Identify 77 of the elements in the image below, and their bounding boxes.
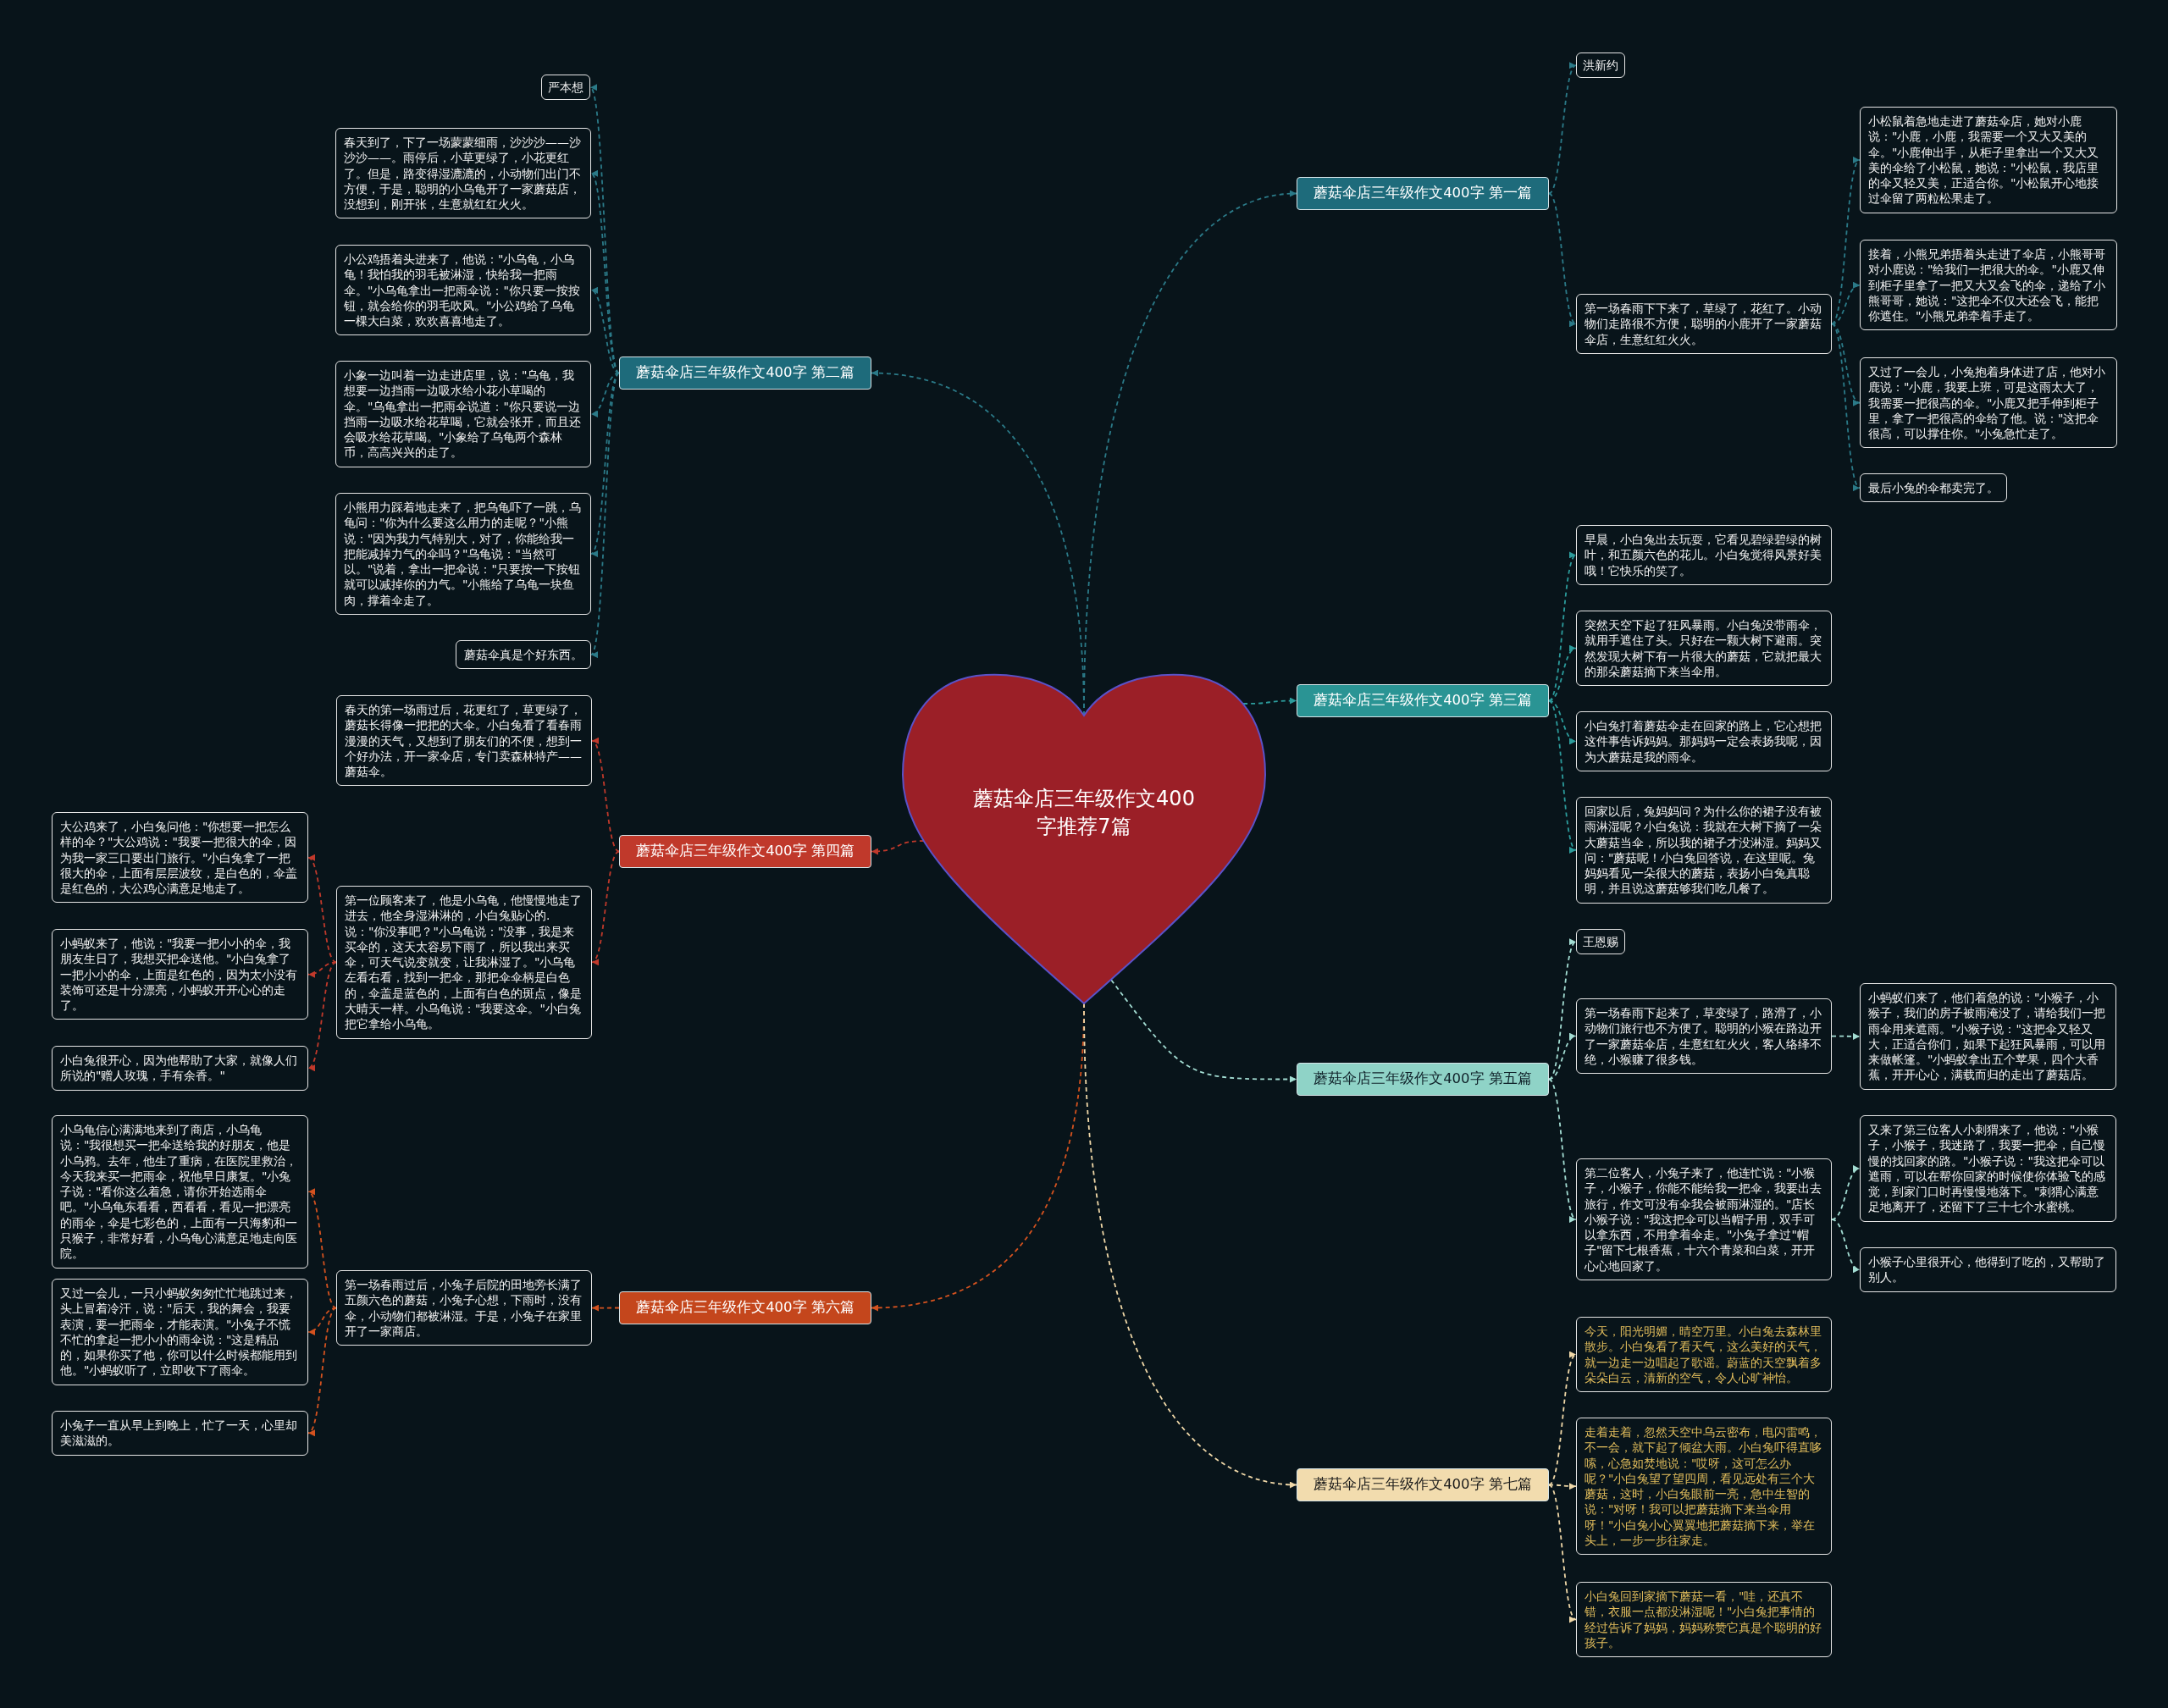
connector-arrow <box>307 961 337 978</box>
connector-arrow <box>590 289 620 374</box>
connector-arrow <box>1831 323 1861 489</box>
text-box: 今天，阳光明媚，晴空万里。小白兔去森林里散步。小白兔看了看天气，这么美好的天气，就一边走一边唱起了歌谣。蔚蓝的天空飘着多朵朵白云，清新的空气，令人心旷神怡。 <box>1576 1317 1832 1393</box>
text-box: 小蚂蚁来了，他说："我要一把小小的伞，我朋友生日了，我想买把伞送他。"小白兔拿了一把小小的伞，上面是红色的，因为太小没有装饰可还是十分漂亮，小蚂蚁开开心心的走了。 <box>52 929 308 1020</box>
topic-box: 蘑菇伞店三年级作文400字 第七篇 <box>1297 1468 1549 1501</box>
heart-shape: 蘑菇伞店三年级作文400字推荐7篇 <box>901 673 1267 1005</box>
connector-arrow <box>1548 647 1577 702</box>
text-box: 又过了一会儿，小兔抱着身体进了店，他对小鹿说："小鹿，我要上班，可是这雨太大了，我需要一把很高的伞。"小鹿又把手伸到柜子里，拿了一把很高的伞给了他。说："这把伞很高，可以撑住你。"小兔急忙走了。 <box>1860 357 2117 449</box>
connector-arrow <box>591 850 620 964</box>
text-box: 小象一边叫着一边走进店里，说："乌龟，我想要一边挡雨一边吸水给小花小草喝的伞。"乌龟拿出一把雨伞说道："你只要说一边挡雨一边吸水给花草喝，它就会张开，而且还会吸水给花草喝。"小象给了乌龟两个森林币，高高兴兴的走了。 <box>335 361 591 467</box>
author-box: 洪新约 <box>1576 53 1625 79</box>
text-box: 最后小兔的伞都卖完了。 <box>1860 473 2007 503</box>
text-box: 第一场春雨下起来了，草变绿了，路滑了，小动物们旅行也不方便了。聪明的小猴在路边开了一家蘑菇伞店，生意红红火火，客人络绎不绝，小猴赚了很多钱。 <box>1576 998 1832 1075</box>
connector-arrow <box>1083 1003 1297 1488</box>
connector-arrow <box>1831 159 1861 325</box>
text-box: 接着，小熊兄弟捂着头走进了伞店，小熊哥哥对小鹿说："给我们一把很大的伞。"小鹿又伸到柜子里拿了一把又大又会飞的伞，递给了小熊哥哥，她说："这把伞不仅大还会飞，能把你遮住。"小熊兄弟牵着手走了。 <box>1860 240 2117 331</box>
connector-arrow <box>1548 699 1577 743</box>
connector-arrow <box>307 1307 337 1434</box>
topic-box: 蘑菇伞店三年级作文400字 第五篇 <box>1297 1063 1549 1096</box>
connector-arrow <box>1110 979 1297 1083</box>
text-box: 突然天空下起了狂风暴雨。小白兔没带雨伞，就用手遮住了头。只好在一颗大树下避雨。突然发现大树下有一片很大的蘑菇，它就把最大的那朵蘑菇摘下来当伞用。 <box>1576 611 1832 687</box>
text-box: 第二位客人，小兔子来了，他连忙说："小猴子，小猴子，你能不能给我一把伞，我要出去旅行，作文可没有伞我会被雨淋湿的。"店长小猴子说："我这把伞可以当帽子用，双手可以拿东西，不用拿着伞走。"小兔子拿过"帽子"留下七根香蕉，十六个青菜和白菜，开开心心地回家了。 <box>1576 1158 1832 1281</box>
connector-arrow <box>1548 1078 1577 1220</box>
topic-box: 蘑菇伞店三年级作文400字 第三篇 <box>1297 684 1549 717</box>
text-box: 回家以后，兔妈妈问？为什么你的裙子没有被雨淋湿呢？小白兔说：我就在大树下摘了一朵大蘑菇当伞，所以我的裙子才没淋湿。妈妈又问："蘑菇呢！小白兔回答说，在这里呢。兔妈妈看见一朵很大的蘑菇，表扬小白兔真聪明，并且说这蘑菇够我们吃几餐了。 <box>1576 797 1832 904</box>
text-box: 小白兔很开心，因为他帮助了大家，就像人们所说的"赠人玫瑰，手有余香。" <box>52 1046 308 1091</box>
connector-arrow <box>1831 1167 1861 1220</box>
text-box: 小松鼠着急地走进了蘑菇伞店，她对小鹿说："小鹿，小鹿，我需要一个又大又美的伞。"小鹿伸出手，从柜子里拿出一个又大又美的伞给了小松鼠，她说："小松鼠，我店里的伞又轻又美，正适合你。"小松鼠开心地接过伞留了两粒松果走了。 <box>1860 107 2117 213</box>
connector-arrow <box>590 172 620 374</box>
text-box: 小兔子一直从早上到晚上，忙了一天，心里却美滋滋的。 <box>52 1411 308 1456</box>
topic-box: 蘑菇伞店三年级作文400字 第二篇 <box>619 357 871 390</box>
text-box: 小公鸡捂着头进来了，他说："小乌龟，小乌龟！我怕我的羽毛被淋湿，快给我一把雨伞。"小乌龟拿出一把雨伞说："你只要一按按钮，就会给你的羽毛吹风。"小公鸡给了乌龟一棵大白菜，欢欢喜喜地走了。 <box>335 245 591 336</box>
connector-arrow <box>1548 64 1577 195</box>
connector-arrow <box>871 840 925 855</box>
connector-arrow <box>307 1307 337 1335</box>
connector-arrow <box>1548 1034 1577 1081</box>
connector-arrow <box>1831 1032 1861 1040</box>
connector-arrow <box>307 1191 337 1309</box>
text-box: 小乌龟信心满满地来到了商店，小乌龟说："我很想买一把伞送给我的好朋友，他是小乌鸦。去年，他生了重病，在医院里救治，今天我来买一把雨伞，祝他早日康复。"小兔子说："看你这么着急，请你开始选雨伞吧。"小乌龟东看看，西看看，看见一把漂亮的雨伞，伞是七彩色的，上面有一只海豹和一只猴子，非常好看，小乌龟心满意足地走向医院。 <box>52 1115 308 1269</box>
connector-arrow <box>1548 1483 1577 1490</box>
text-box: 第一场春雨过后，小兔子后院的田地旁长满了五颜六色的蘑菇，小兔子心想，下雨时，没有伞，小动物们都被淋湿。于是，小兔子在家里开了一家商店。 <box>336 1270 592 1346</box>
author-box: 严本想 <box>541 75 590 101</box>
topic-box: 蘑菇伞店三年级作文400字 第一篇 <box>1297 177 1549 210</box>
connector-arrow <box>591 1304 620 1312</box>
text-box: 小熊用力踩着地走来了，把乌龟吓了一跳，乌龟问："你为什么要这么用力的走呢？"小熊说："因为我力气特别大，对了，你能给我一把能减掉力气的伞吗？"乌龟说："当然可以。"说着，拿出一把伞说："只要按一下按钮就可以减掉你的力气。"小熊给了乌龟一块鱼肉，撑着伞走了。 <box>335 493 591 616</box>
text-box: 蘑菇伞真是个好东西。 <box>456 640 591 670</box>
connector-arrow <box>1548 192 1577 325</box>
connector-arrow <box>1548 941 1577 1081</box>
text-box: 走着走着，忽然天空中乌云密布，电闪雷鸣，不一会，就下起了倾盆大雨。小白兔吓得直哆嗦，心急如焚地说："哎呀，这可怎么办呢？"小白兔望了望四周，看见远处有三个大蘑菇，这时，小白兔眼前一亮，急中生智的说："对呀！我可以把蘑菇摘下来当伞用呀！"小白兔小心翼翼地把蘑菇摘下来，举在头上，一步一步往家走。 <box>1576 1418 1832 1556</box>
text-box: 大公鸡来了，小白兔问他："你想要一把怎么样的伞？"大公鸡说："我要一把很大的伞，因为我一家三口要出门旅行。"小白兔拿了一把很大的伞，上面有层层波纹，是白色的，伞盖是红色的，大公鸡心满意足地走了。 <box>52 812 308 904</box>
connector-arrow <box>1831 283 1861 325</box>
topic-box: 蘑菇伞店三年级作文400字 第四篇 <box>619 835 871 868</box>
connector-arrow <box>1831 1219 1861 1271</box>
text-box: 小猴子心里很开心，他得到了吃的，又帮助了别人。 <box>1860 1247 2116 1292</box>
connector-arrow <box>590 372 620 656</box>
connector-arrow <box>307 856 337 964</box>
text-box: 春天的第一场雨过后，花更红了，草更绿了，蘑菇长得像一把把的大伞。小白兔看了看春雨漫漫的天气，又想到了朋友们的不便，想到一个好办法，开一家伞店，专门卖森林特产——蘑菇伞。 <box>336 695 592 787</box>
connector-arrow <box>591 739 620 853</box>
text-box: 早晨，小白兔出去玩耍，它看见碧绿碧绿的树叶，和五颜六色的花儿。小白兔觉得风景好美哦！它快乐的笑了。 <box>1576 525 1832 585</box>
connector-arrow <box>1548 1353 1577 1486</box>
connector-arrow <box>1548 1484 1577 1621</box>
text-box: 又过一会儿，一只小蚂蚁匆匆忙忙地跳过来，头上冒着冷汗，说："后天，我的舞会，我要表演，要一把雨伞，才能表演。"小兔子不慌不忙的拿起一把小小的雨伞说："这是精品的，如果你买了他，你可以什么时候都能用到他。"小蚂蚁听了，立即收下了雨伞。 <box>52 1279 308 1385</box>
connector-arrow <box>1548 699 1577 851</box>
text-box: 又来了第三位客人小刺猬来了，他说："小猴子，小猴子，我迷路了，我要一把伞，自己慢慢的找回家的路。"小猴子说："我这把伞可以遮雨，可以在帮你回家的时候使你体验飞的感觉，到家门口时再慢慢地落下。"刺猬心满意足地离开了，还留下了三十七个水蜜桃。 <box>1860 1115 2116 1222</box>
text-box: 小白兔打着蘑菇伞走在回家的路上，它心想把这件事告诉妈妈。那妈妈一定会表扬我呢，因为大蘑菇是我的雨伞。 <box>1576 711 1832 771</box>
connector-arrow <box>1548 554 1577 702</box>
text-box: 小蚂蚁们来了，他们着急的说："小猴子，小猴子，我们的房子被雨淹没了，请给我们一把雨伞用来遮雨。"小猴子说："这把伞又轻又大，正适合你们，如果下起狂风暴雨，可以用来做帐篷。"小蚂蚁拿出五个苹果，四个大香蕉，开开心心，满载而归的走出了蘑菇店。 <box>1860 983 2116 1090</box>
text-box: 第一场春雨下下来了，草绿了，花红了。小动物们走路很不方便，聪明的小鹿开了一家蘑菇伞店，生意红红火火。 <box>1576 294 1832 354</box>
connector-arrow <box>590 372 620 416</box>
connector-arrow <box>307 961 337 1070</box>
text-box: 春天到了，下了一场蒙蒙细雨，沙沙沙——沙沙沙——。雨停后，小草更绿了，小花更红了。但是，路变得湿漉漉的，小动物们出门不方便，于是，聪明的小乌龟开了一家蘑菇店，没想到，刚开张，生意就红红火火。 <box>335 128 591 219</box>
author-box: 王恩赐 <box>1576 929 1625 955</box>
connector-arrow <box>1242 697 1297 705</box>
text-box: 第一位顾客来了，他是小乌龟，他慢慢地走了进去，他全身湿淋淋的，小白兔贴心的.说："你没事吧？"小乌龟说："没事，我是来买伞的，这天太容易下雨了，所以我出来买伞，可天气说变就变，让我淋湿了。"小乌龟左看右看，找到一把伞，那把伞伞柄是白色的，伞盖是蓝色的，上面有白色的斑点，像是大晴天一样。小乌龟说："我要这伞。"小白兔把它拿给小乌龟。 <box>336 886 592 1039</box>
topic-box: 蘑菇伞店三年级作文400字 第六篇 <box>619 1291 871 1324</box>
text-box: 小白兔回到家摘下蘑菇一看，"哇，还真不错，衣服一点都没淋湿呢！"小白兔把事情的经过告诉了妈妈，妈妈称赞它真是个聪明的好孩子。 <box>1576 1582 1832 1658</box>
